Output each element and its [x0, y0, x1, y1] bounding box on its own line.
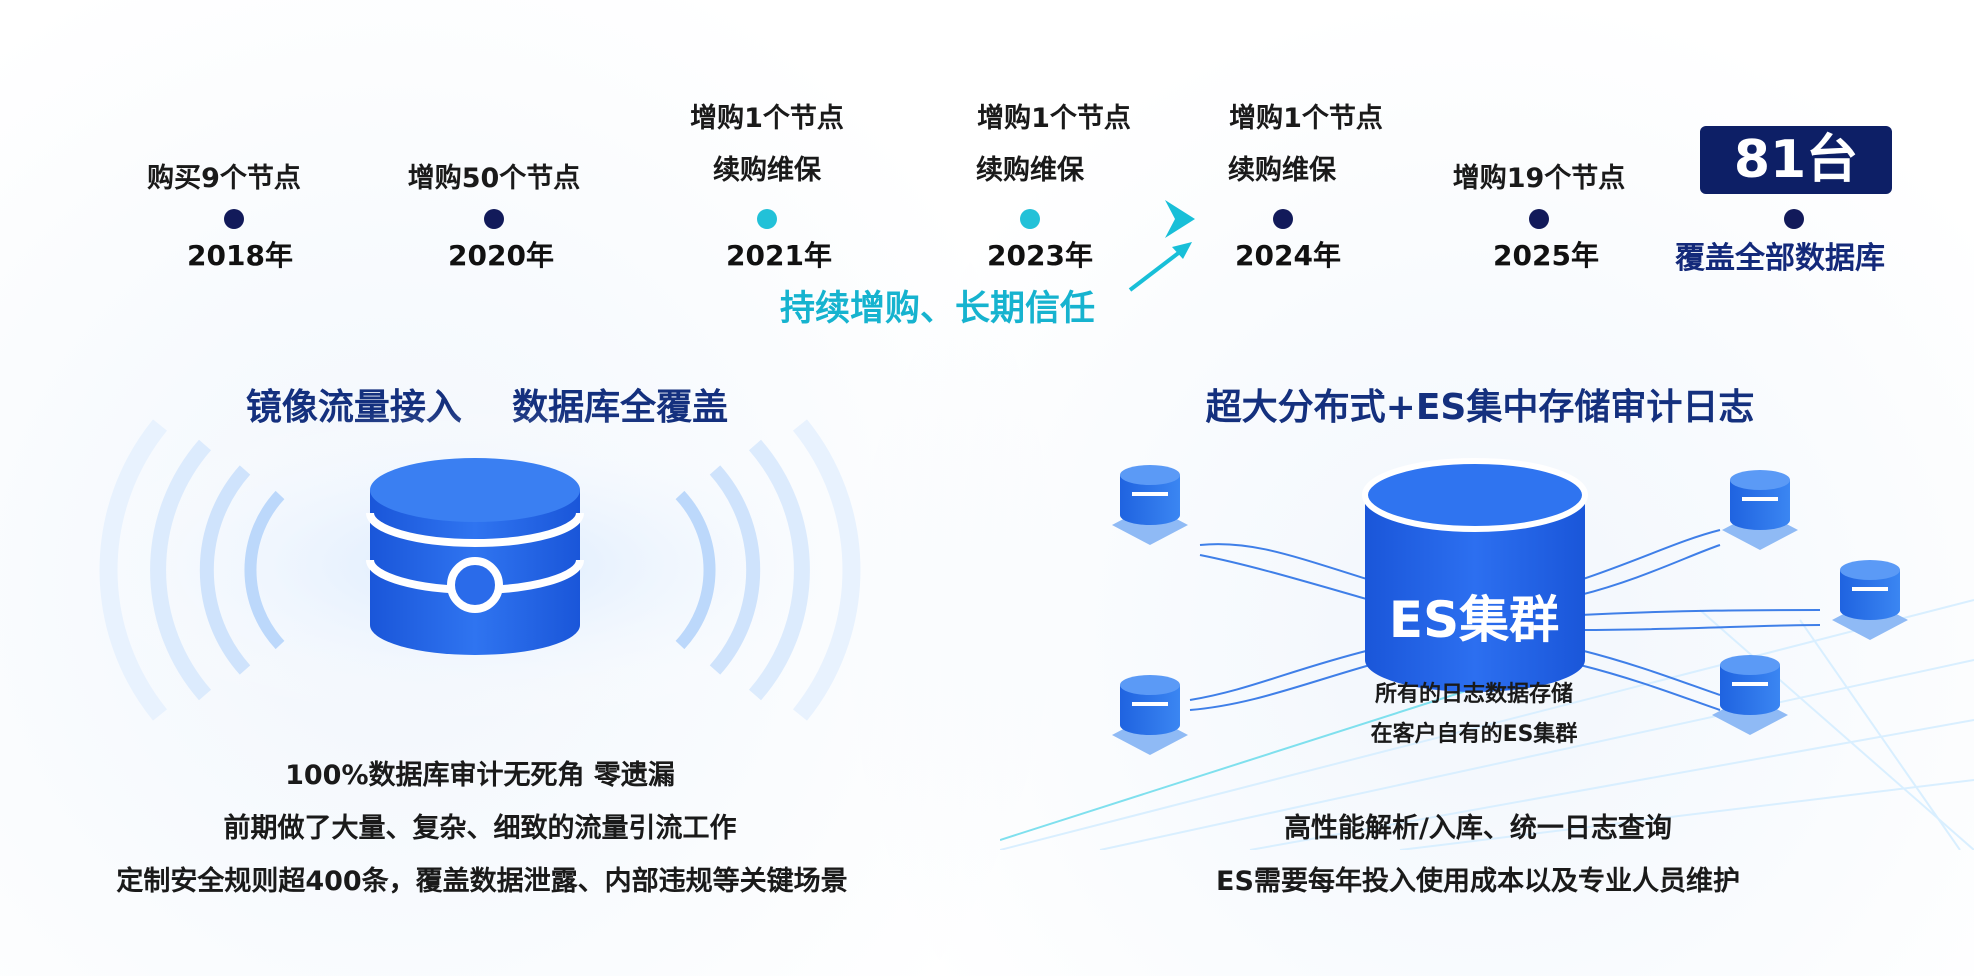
server-node-icon — [1712, 655, 1788, 735]
left-panel-line: 前期做了大量、复杂、细致的流量引流工作 — [223, 813, 737, 844]
event-label: 续购维保 — [1228, 155, 1336, 186]
timeline-node — [224, 209, 244, 229]
left-panel-line: 100%数据库审计无死角 零遗漏 — [285, 760, 675, 791]
event-label: 增购19个节点 — [1452, 163, 1626, 194]
right-panel-line: ES需要每年投入使用成本以及专业人员维护 — [1216, 866, 1740, 897]
total-count-badge: 81台 — [1700, 126, 1892, 194]
callout-text: 持续增购、长期信任 — [780, 289, 1096, 329]
callout-arrow — [1128, 246, 1187, 292]
timeline-node — [757, 209, 777, 229]
right-panel-line: 高性能解析/入库、统一日志查询 — [1284, 813, 1672, 844]
es-cluster-database-icon — [1362, 458, 1588, 692]
event-year: 2024年 — [1235, 239, 1341, 272]
es-cluster-illustration — [1000, 458, 1974, 850]
server-node-icon — [1112, 465, 1188, 545]
signal-waves-left — [99, 419, 285, 721]
event-label: 续购维保 — [713, 155, 821, 186]
server-node-icon — [1722, 470, 1798, 550]
timeline-node — [1273, 209, 1293, 229]
total-caption: 覆盖全部数据库 — [1675, 241, 1885, 276]
callout-arrowhead — [1172, 242, 1192, 259]
event-year: 2025年 — [1493, 239, 1599, 272]
es-cluster-caption: 所有的日志数据存储 — [1374, 682, 1574, 707]
event-year: 2021年 — [726, 239, 832, 272]
event-year: 2018年 — [187, 239, 293, 272]
timeline-node — [1020, 209, 1040, 229]
es-cluster-label: ES集群 — [1388, 591, 1560, 649]
floor-grid — [1000, 599, 1974, 850]
event-label: 增购1个节点 — [977, 103, 1131, 134]
timeline-node — [1529, 209, 1549, 229]
cyan-trail — [1000, 679, 1501, 841]
signal-waves-right — [675, 419, 861, 721]
server-node-icon — [1832, 560, 1908, 640]
timeline-node-final — [1784, 209, 1804, 229]
server-node-icon — [1112, 675, 1188, 755]
right-panel-title: 超大分布式+ES集中存储审计日志 — [1205, 387, 1755, 428]
left-panel-line: 定制安全规则超400条，覆盖数据泄露、内部违规等关键场景 — [116, 866, 848, 897]
event-label: 续购维保 — [976, 155, 1084, 186]
mirror-traffic-illustration — [60, 405, 900, 725]
timeline-graphics — [68, 200, 1900, 292]
event-label: 增购50个节点 — [407, 163, 581, 194]
event-label: 购买9个节点 — [147, 163, 301, 194]
es-cluster-caption: 在客户自有的ES集群 — [1370, 722, 1578, 747]
event-year: 2023年 — [987, 239, 1093, 272]
timeline-arrowhead — [1165, 200, 1195, 238]
event-label: 增购1个节点 — [1229, 103, 1383, 134]
timeline-node — [484, 209, 504, 229]
database-icon — [366, 458, 584, 655]
event-label: 增购1个节点 — [690, 103, 844, 134]
connection-lines — [1189, 529, 1821, 711]
event-year: 2020年 — [448, 239, 554, 272]
